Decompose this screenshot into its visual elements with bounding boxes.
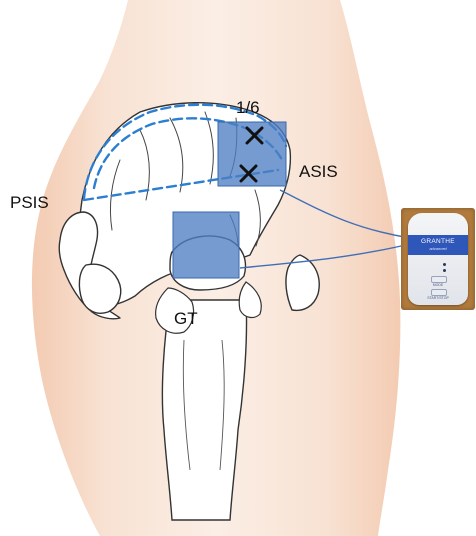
fraction-label: 1/6 <box>236 98 260 118</box>
lower-electrode-pad <box>173 212 239 278</box>
gt-label: GT <box>174 309 198 329</box>
device-brand-text: GRANTHE <box>408 238 468 245</box>
psis-label: PSIS <box>10 193 49 213</box>
stimulator-device-body: GRANTHE advanced MODE START/STOP <box>408 213 468 305</box>
mode-button <box>431 276 447 283</box>
start-stop-button <box>431 289 447 296</box>
indicator-dot-icon <box>443 269 446 272</box>
indicator-dot-icon <box>443 263 446 266</box>
stimulator-device-photo: GRANTHE advanced MODE START/STOP <box>401 208 475 310</box>
asis-label: ASIS <box>299 162 338 182</box>
mode-button-label: MODE <box>408 283 468 287</box>
device-model-text: advanced <box>408 246 468 251</box>
start-stop-label: START/STOP <box>408 296 468 300</box>
